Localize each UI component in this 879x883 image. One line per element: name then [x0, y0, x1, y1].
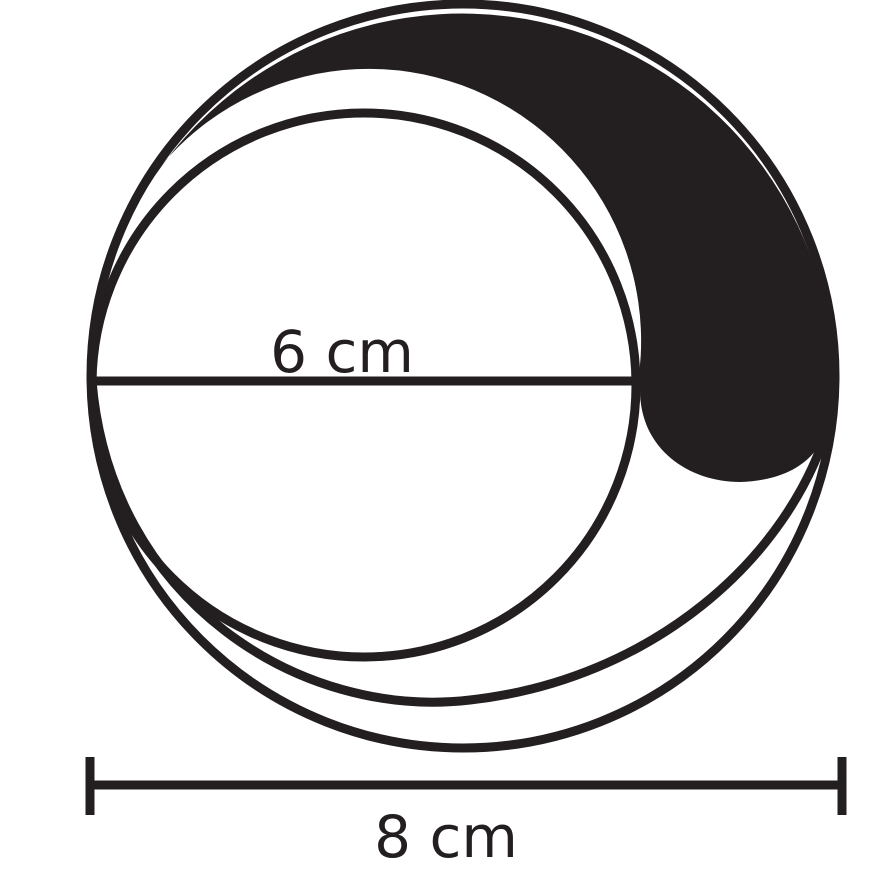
small-diameter-label: 6 cm [270, 318, 414, 386]
shaded-region [100, 13, 835, 483]
large-circle [86, 0, 840, 753]
large-width-label: 8 cm [374, 803, 518, 871]
